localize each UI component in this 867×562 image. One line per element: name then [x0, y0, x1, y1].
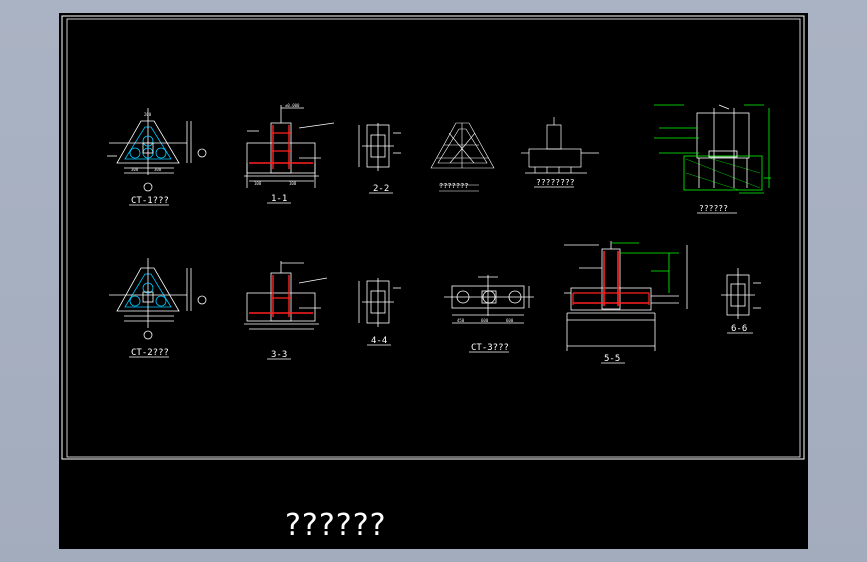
- section-6-6: [721, 268, 761, 319]
- section-1-1: [244, 105, 335, 188]
- section-2-2: [358, 123, 401, 171]
- svg-text:300: 300: [131, 167, 139, 172]
- base-detail: [654, 104, 771, 194]
- label-ct1: CT-1???: [131, 196, 169, 206]
- svg-text:450: 450: [457, 318, 465, 323]
- label-6-6: 6-6: [731, 324, 747, 334]
- drawing-sheet: 200 300 300 CT-1??? ±0.000 100 100 1-1: [59, 13, 808, 549]
- label-base-detail: ??????: [699, 204, 728, 213]
- section-5-5: [564, 241, 688, 351]
- svg-text:600: 600: [481, 318, 489, 323]
- outer-frame: [61, 15, 805, 460]
- triangle-rebar: [430, 122, 495, 192]
- svg-text:±0.000: ±0.000: [285, 103, 300, 108]
- cad-drawing: 200 300 300 CT-1??? ±0.000 100 100 1-1: [61, 15, 805, 543]
- svg-text:200: 200: [144, 112, 152, 117]
- label-5-5: 5-5: [604, 354, 620, 364]
- inner-frame: [66, 18, 801, 458]
- svg-text:600: 600: [506, 318, 514, 323]
- section-3-3: [244, 261, 328, 330]
- label-1-1: 1-1: [271, 194, 287, 204]
- label-ct3: CT-3???: [471, 343, 509, 353]
- ct1-plan: [107, 108, 207, 192]
- svg-text:100: 100: [254, 181, 262, 186]
- label-ct2: CT-2???: [131, 348, 169, 358]
- svg-text:100: 100: [289, 181, 297, 186]
- label-3-3: 3-3: [271, 350, 287, 360]
- label-4-4: 4-4: [371, 336, 387, 346]
- section-4-4: [358, 278, 401, 327]
- label-elevation: ????????: [536, 178, 575, 187]
- label-triangle: ???????: [439, 182, 469, 190]
- ct2-plan: [109, 258, 207, 340]
- label-2-2: 2-2: [373, 184, 389, 194]
- title-block-text: ??????: [285, 508, 387, 543]
- ct3-plan: [444, 275, 534, 324]
- svg-text:300: 300: [154, 167, 162, 172]
- elevation-detail: [521, 117, 599, 174]
